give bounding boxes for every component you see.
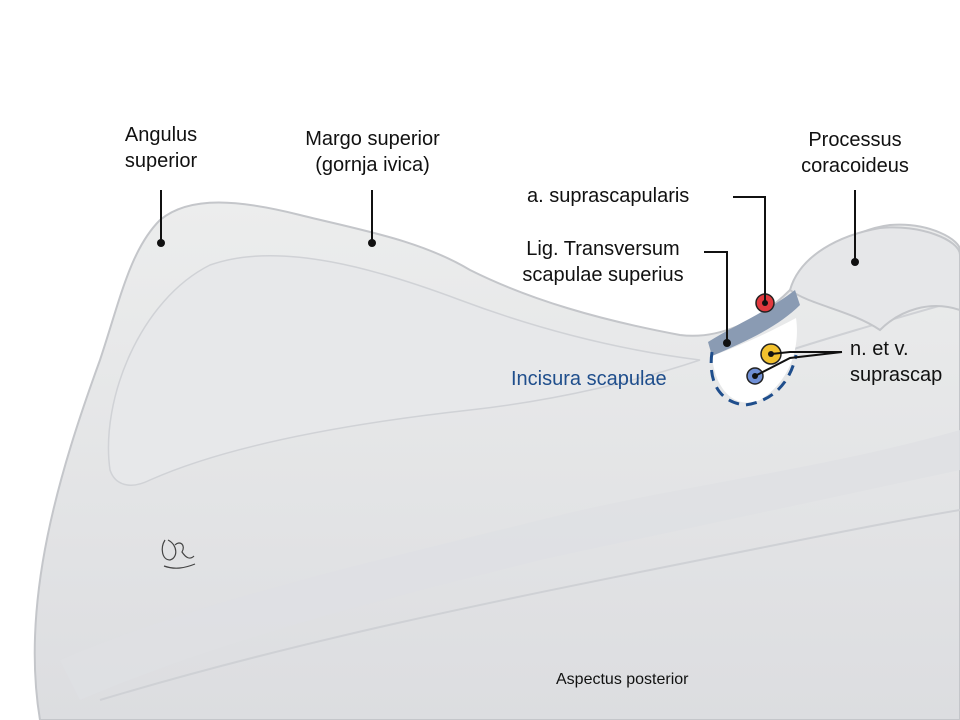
incisura-outline xyxy=(709,351,798,407)
label-n-et-v-suprascapularis: n. et v. suprascap xyxy=(850,338,943,386)
artist-signature xyxy=(161,539,196,569)
leader-ligament xyxy=(704,251,728,343)
dot-margo xyxy=(368,239,376,247)
leader-vein xyxy=(754,351,843,377)
label-incisura-scapulae: Incisura scapulae xyxy=(511,368,667,390)
scapular-spine-shading xyxy=(60,430,960,700)
lower-contour xyxy=(99,509,960,701)
leader-dots xyxy=(157,239,859,347)
leader-artery xyxy=(733,196,766,303)
label-angulus-superior: Angulus superior xyxy=(124,124,198,172)
label-processus-coracoideus: Processus coracoideus xyxy=(801,129,909,177)
label-aspectus-posterior: Aspectus posterior xyxy=(556,671,689,688)
ligament-band xyxy=(708,290,800,356)
dot-angulus xyxy=(157,239,165,247)
incisura-notch-fill xyxy=(712,318,797,403)
leader-nerve xyxy=(770,351,842,355)
label-lig-transversum: Lig. Transversum scapulae superius xyxy=(522,238,684,286)
label-margo-superior: Margo superior (gornja ivica) xyxy=(305,128,440,176)
dot-coracoid xyxy=(851,258,859,266)
supraspinous-fossa-shading xyxy=(107,255,701,486)
label-a-suprascapularis: a. suprascapularis xyxy=(527,185,690,207)
coracoid-process xyxy=(788,226,960,332)
leader-lines xyxy=(160,190,856,377)
dot-ligament xyxy=(723,339,731,347)
